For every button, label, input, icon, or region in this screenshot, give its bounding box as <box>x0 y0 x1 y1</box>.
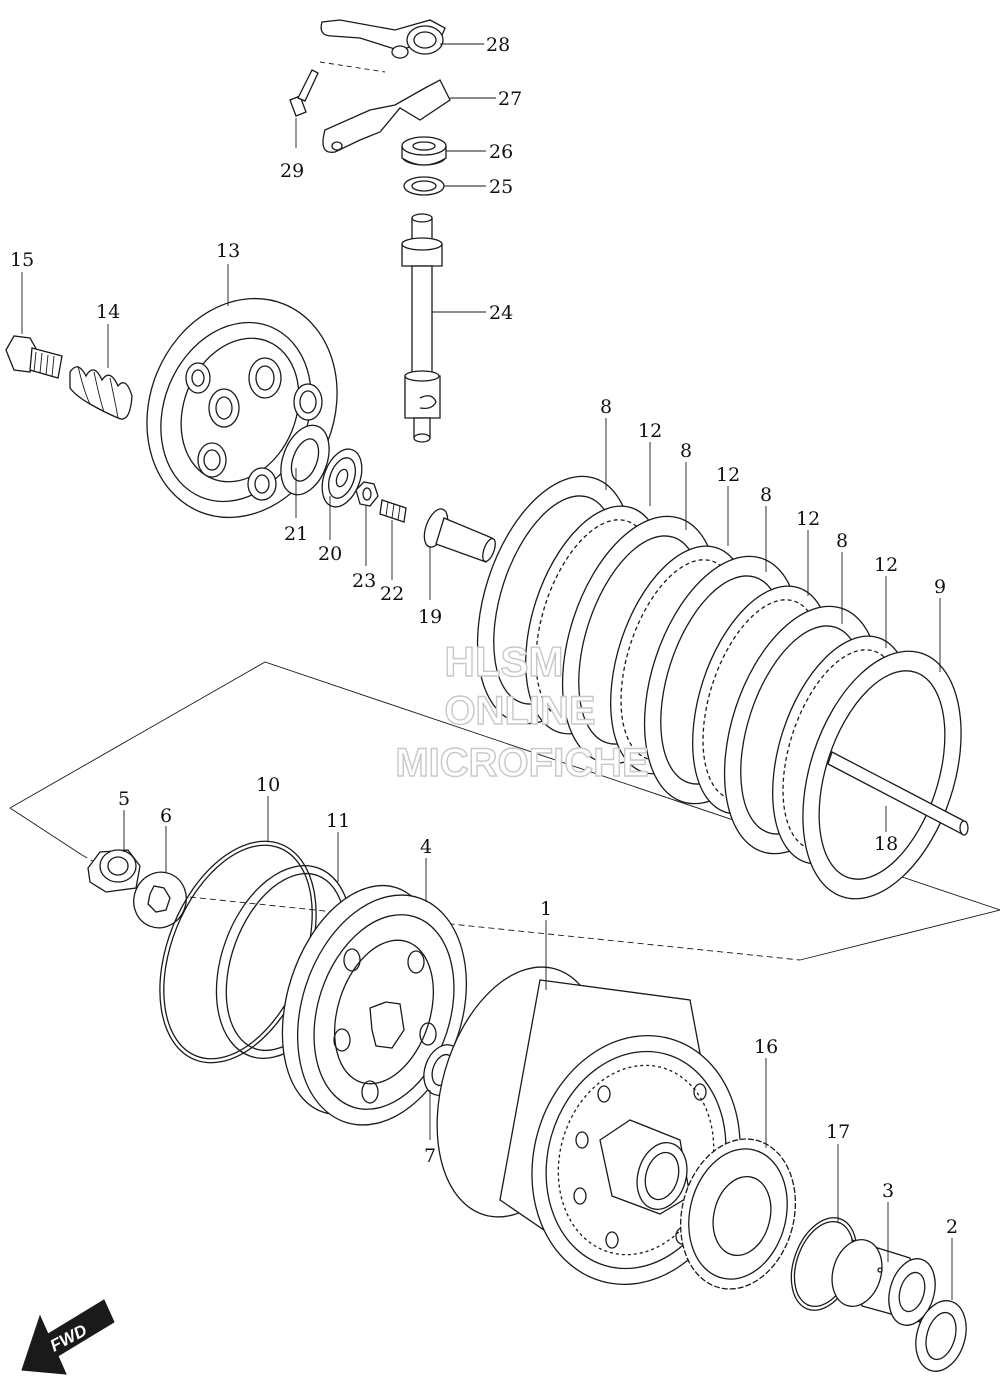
clutch-hub-4 <box>281 884 468 1126</box>
release-shaft-24 <box>401 213 443 443</box>
label-2: 2 <box>946 1216 958 1238</box>
release-lever-27 <box>322 79 451 153</box>
label-27: 27 <box>498 88 522 110</box>
label-19: 19 <box>418 606 442 628</box>
pushrod-19 <box>423 508 496 563</box>
label-14: 14 <box>96 301 120 323</box>
watermark-line-2: ONLINE <box>444 689 595 733</box>
bearing-20 <box>321 448 363 508</box>
lock-washer-6 <box>133 871 187 929</box>
bearing-26 <box>401 136 447 166</box>
clutch-housing-1 <box>436 966 741 1285</box>
label-8-4: 8 <box>836 530 848 552</box>
label-13: 13 <box>216 240 240 262</box>
washer-25 <box>403 176 445 196</box>
label-25: 25 <box>489 176 513 198</box>
bolt-29 <box>289 69 319 148</box>
nut-23 <box>355 481 379 507</box>
label-23: 23 <box>352 570 376 592</box>
label-26: 26 <box>489 141 513 163</box>
label-8-2: 8 <box>680 440 692 462</box>
label-8-3: 8 <box>760 484 772 506</box>
clutch-spring-14 <box>69 365 133 420</box>
label-17: 17 <box>826 1121 850 1143</box>
oil-pump-gear-16 <box>679 1138 797 1290</box>
nut-5 <box>87 849 141 893</box>
label-5: 5 <box>118 788 130 810</box>
forward-arrow-icon: FWD <box>21 1299 115 1375</box>
label-15: 15 <box>10 249 34 271</box>
washer-21 <box>280 424 330 496</box>
label-11: 11 <box>326 810 350 832</box>
leader-lines <box>21 43 953 1300</box>
label-12-4: 12 <box>874 554 898 576</box>
spacer-3 <box>831 1239 936 1326</box>
watermark-line-1: HLSM <box>445 638 564 685</box>
release-arm-28 <box>319 19 446 73</box>
label-6: 6 <box>160 805 172 827</box>
label-16: 16 <box>754 1036 778 1058</box>
label-1: 1 <box>540 898 552 920</box>
label-12-2: 12 <box>716 464 740 486</box>
label-28: 28 <box>486 34 510 56</box>
watermark: HLSM ONLINE MICROFICHE <box>395 637 650 785</box>
label-22: 22 <box>380 583 404 605</box>
pushrod-18 <box>827 751 969 836</box>
label-12-3: 12 <box>796 508 820 530</box>
label-20: 20 <box>318 543 342 565</box>
label-7: 7 <box>424 1145 436 1167</box>
label-8-1: 8 <box>600 396 612 418</box>
friction-plate-9 <box>802 650 962 900</box>
pin-22 <box>379 499 407 523</box>
label-29: 29 <box>280 160 304 182</box>
label-12-1: 12 <box>638 420 662 442</box>
watermark-line-3: MICROFICHE <box>395 741 648 785</box>
label-9: 9 <box>934 576 946 598</box>
thrust-washer-2 <box>915 1300 967 1372</box>
label-18: 18 <box>874 833 898 855</box>
part-labels: 28 27 26 25 29 24 15 13 14 21 20 23 22 1… <box>10 34 958 1238</box>
bolt-15 <box>5 335 63 379</box>
label-10: 10 <box>256 774 280 796</box>
label-4: 4 <box>420 836 432 858</box>
label-24: 24 <box>489 302 513 324</box>
label-21: 21 <box>284 523 308 545</box>
label-3: 3 <box>882 1180 894 1202</box>
